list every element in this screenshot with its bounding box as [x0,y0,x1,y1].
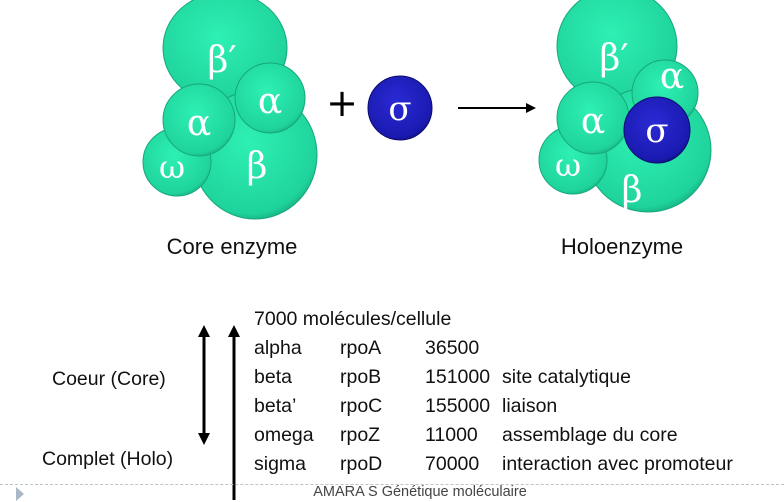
core-enzyme-illustration: β′ β ω α α [142,0,318,220]
cell-role: liaison [502,395,558,417]
cell-name: alpha [254,337,302,359]
cell-mass: 70000 [425,453,480,475]
omega-label: ω [555,146,581,184]
beta-label: β [247,146,268,187]
alpha-label: α [187,103,211,144]
cell-gene: rpoB [340,366,382,388]
alpha-label: α [660,56,684,97]
cell-mass: 155000 [425,395,491,417]
cell-gene: rpoC [340,395,383,417]
bound-sigma [623,96,691,164]
sigma-label: σ [388,89,411,129]
cell-gene: rpoZ [340,424,381,446]
bullet-triangle-icon [16,487,24,501]
alpha-label: α [581,101,605,142]
beta-label: β [622,170,643,211]
cell-name: sigma [254,453,307,475]
cell-name: omega [254,424,314,446]
beta-prime-label: β′ [208,40,237,81]
cell-gene: rpoA [340,337,382,359]
alpha-subunit [234,62,306,134]
core-holo-arrows [198,325,240,500]
cell-role: interaction avec promoteur [502,453,733,475]
cell-role: site catalytique [502,366,631,388]
core-enzyme-label: Core enzyme [166,234,298,259]
sigma-factor: σ [367,75,433,141]
holoenzyme-label: Holoenzyme [560,234,684,259]
footer-divider [0,484,784,485]
sigma-label: σ [645,111,668,151]
omega-label: ω [159,148,185,186]
footer-text: AMARA S Génétique moléculaire [313,484,527,500]
core-label: Coeur (Core) [52,368,166,390]
table-header: 7000 molécules/cellule [254,308,452,330]
cell-mass: 151000 [425,366,491,388]
alpha-label: α [258,81,282,122]
cell-role: assemblage du core [502,424,678,446]
alpha-subunit [162,83,236,157]
cell-mass: 11000 [425,424,478,446]
cell-mass: 36500 [425,337,480,359]
holoenzyme-illustration: β′ β ω α α σ [538,0,712,213]
cell-gene: rpoD [340,453,383,475]
cell-name: beta’ [254,395,297,417]
holo-label: Complet (Holo) [42,448,174,470]
plus-sign: + [326,81,358,125]
cell-name: beta [254,366,292,388]
beta-prime-label: β′ [600,38,629,79]
reaction-arrow [458,103,536,113]
